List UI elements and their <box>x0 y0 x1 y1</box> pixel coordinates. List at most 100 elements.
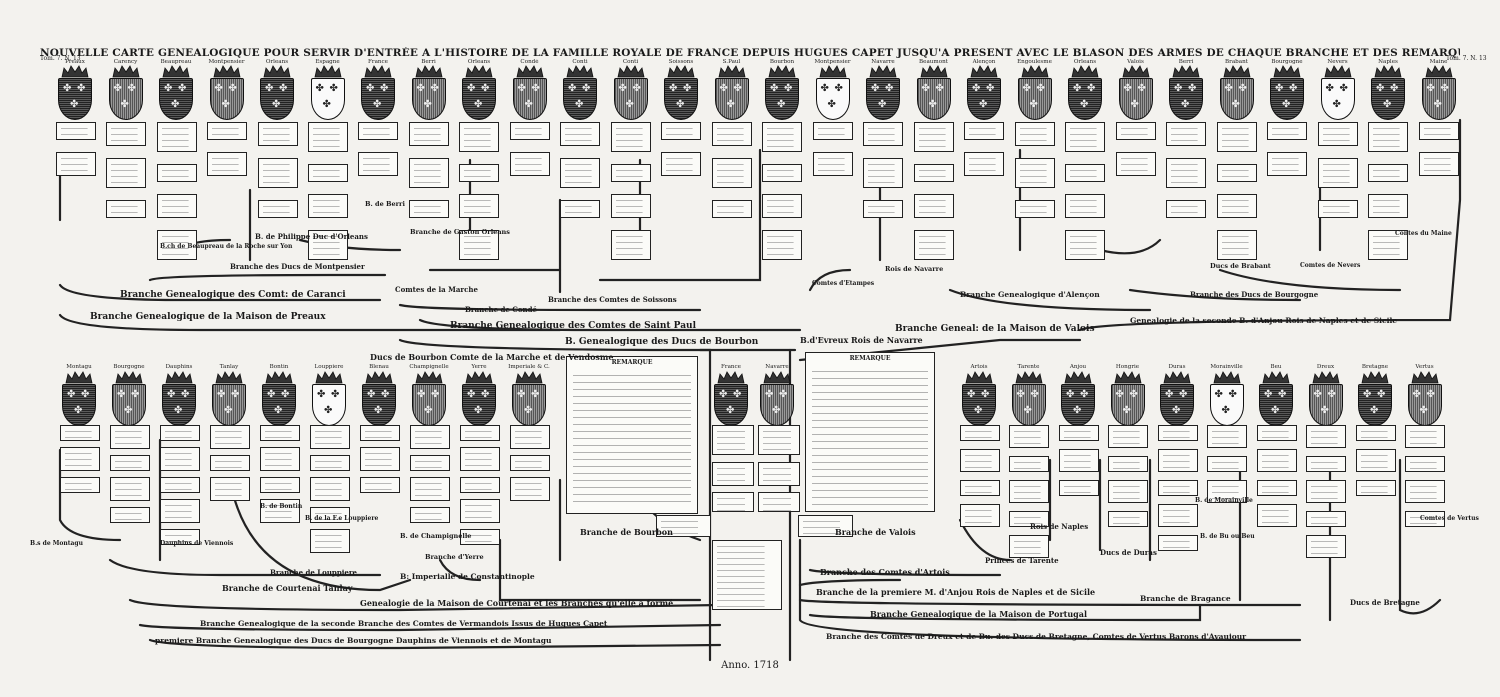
shield-icon: ✤ ✤ ✤ <box>1068 78 1102 120</box>
banner-soissons: Branche des Comtes de Soissons <box>548 295 677 304</box>
banner-bourbon: Branche de Bourbon <box>580 527 673 537</box>
shield-icon: ✤✤✤ <box>62 384 96 426</box>
genealogy-record-box <box>459 164 499 182</box>
crown-icon <box>617 65 644 78</box>
genealogy-record-box <box>1166 122 1206 146</box>
fleur-de-lis-icon: ✤ <box>1181 99 1190 110</box>
genealogy-record-box <box>310 425 350 449</box>
genealogy-record-box <box>762 194 802 218</box>
fleur-de-lis-icon: ✤ <box>1073 83 1082 94</box>
genealogy-record-box <box>459 122 499 152</box>
banner-conde: Branche de Condé <box>465 305 537 314</box>
coat-of-arms: ✤ ✤ ✤ <box>1066 64 1104 124</box>
coat-of-arms: ✤✤✤ <box>460 64 498 124</box>
genealogy-record-box <box>210 455 250 471</box>
fleur-de-lis-icon: ✤ <box>174 405 183 416</box>
genealogy-record-box <box>1419 152 1459 176</box>
genealogy-record-box <box>914 122 954 152</box>
house-label: Alençon <box>972 59 996 65</box>
crown-icon <box>415 65 442 78</box>
remark-panel-left: REMARQUE <box>566 356 698 514</box>
genealogy-record-box <box>110 425 150 449</box>
crown-icon <box>1172 65 1200 78</box>
banner-nevers: Comtes de Nevers <box>1300 262 1361 269</box>
house-label: Hongrie <box>1115 364 1140 370</box>
fleur-de-lis-icon: ✤ <box>228 83 237 94</box>
fleur-de-lis-icon: ✤ <box>981 389 990 400</box>
fleur-de-lis-icon: ✤ <box>568 83 577 94</box>
banner-marche: Comtes de la Marche <box>395 285 478 294</box>
banner-gaston-orleans: Branche de Gaston Orleans <box>410 228 510 236</box>
genealogy-record-box <box>1108 456 1148 472</box>
house-label: Bourgogne <box>113 364 145 370</box>
banner-caranci: Branche Genealogique des Comt: de Caranc… <box>120 290 346 300</box>
crown-icon <box>365 371 393 384</box>
fleur-de-lis-icon: ✤ <box>1433 99 1442 110</box>
page-title: NOUVELLE CARTE GENEALOGIQUE POUR SERVIR … <box>40 47 1460 59</box>
coat-of-arms: ✤✤✤ <box>410 64 448 124</box>
fleur-de-lis-icon: ✤ <box>431 389 440 400</box>
genealogy-record-box <box>863 158 903 188</box>
house-label: Soissons <box>668 59 694 65</box>
fleur-de-lis-icon: ✤ <box>164 83 173 94</box>
coat-of-arms: ✤✤✤ <box>56 64 94 124</box>
house-label: Condé <box>520 59 539 65</box>
house-label: Valois <box>1127 59 1144 65</box>
fleur-de-lis-icon: ✤ <box>381 389 390 400</box>
house-label: Louppiere <box>314 364 344 370</box>
fleur-de-lis-icon: ✤ <box>1029 99 1038 110</box>
genealogy-record-box <box>1217 194 1257 218</box>
shield-icon: ✤✤✤ <box>1118 78 1153 120</box>
house-label: Beaupreau <box>160 59 192 65</box>
crown-icon <box>315 371 343 384</box>
fleur-de-lis-icon: ✤ <box>974 405 983 416</box>
crown-icon <box>819 65 846 78</box>
genealogy-record-box <box>798 515 853 537</box>
genealogy-record-box <box>656 515 711 537</box>
banner-rois-naples: Rois de Naples <box>1030 522 1089 531</box>
house-label: Montpensier <box>814 59 851 65</box>
fleur-de-lis-icon: ✤ <box>81 389 90 400</box>
remark-text-lines-right <box>812 367 928 505</box>
coat-of-arms: ✤✤✤ <box>915 64 953 124</box>
genealogy-record-box <box>560 122 600 146</box>
fleur-de-lis-icon: ✤ <box>217 389 226 400</box>
shield-icon: ✤✤✤ <box>1169 78 1203 120</box>
genealogy-record-box <box>1059 425 1099 441</box>
genealogy-record-box <box>110 455 150 471</box>
coat-of-arms: ✤✤✤ <box>210 370 248 430</box>
shield-icon: ✤✤✤ <box>916 78 951 120</box>
coat-of-arms: ✤✤✤ <box>510 370 548 430</box>
fleur-de-lis-icon: ✤ <box>1080 99 1089 110</box>
shield-icon: ✤✤✤ <box>310 78 345 120</box>
fleur-de-lis-icon: ✤ <box>423 99 432 110</box>
fleur-de-lis-icon: ✤ <box>374 405 383 416</box>
crown-icon <box>718 65 745 78</box>
genealogy-record-box <box>409 200 449 218</box>
crown-icon <box>1015 371 1042 384</box>
fleur-de-lis-icon: ✤ <box>575 99 584 110</box>
genealogy-record-box <box>260 425 300 441</box>
genealogy-record-box <box>1267 152 1307 176</box>
genealogy-record-box <box>914 194 954 218</box>
fleur-de-lis-icon: ✤ <box>834 83 843 94</box>
fleur-de-lis-icon: ✤ <box>1087 83 1096 94</box>
fleur-de-lis-icon: ✤ <box>719 83 728 94</box>
banner-maine: Contes du Maine <box>1395 230 1452 237</box>
genealogy-record-box <box>157 122 197 152</box>
fleur-de-lis-icon: ✤ <box>120 99 129 110</box>
genealogy-record-box <box>160 447 200 471</box>
fleur-de-lis-icon: ✤ <box>517 83 526 94</box>
genealogy-record-box <box>960 449 1000 472</box>
genealogy-record-box <box>1059 449 1099 472</box>
fleur-de-lis-icon: ✤ <box>1129 389 1138 400</box>
fleur-de-lis-icon: ✤ <box>274 405 283 416</box>
genealogy-record-box <box>1306 456 1346 472</box>
genealogy-record-box <box>1158 449 1198 472</box>
genealogy-record-box <box>410 477 450 501</box>
shield-icon: ✤✤✤ <box>411 78 446 120</box>
fleur-de-lis-icon: ✤ <box>1282 99 1291 110</box>
fleur-de-lis-icon: ✤ <box>329 83 338 94</box>
shield-icon: ✤✤✤ <box>1320 78 1355 120</box>
banner-constantinople: B: Imperialle de Constantinople <box>400 572 535 581</box>
